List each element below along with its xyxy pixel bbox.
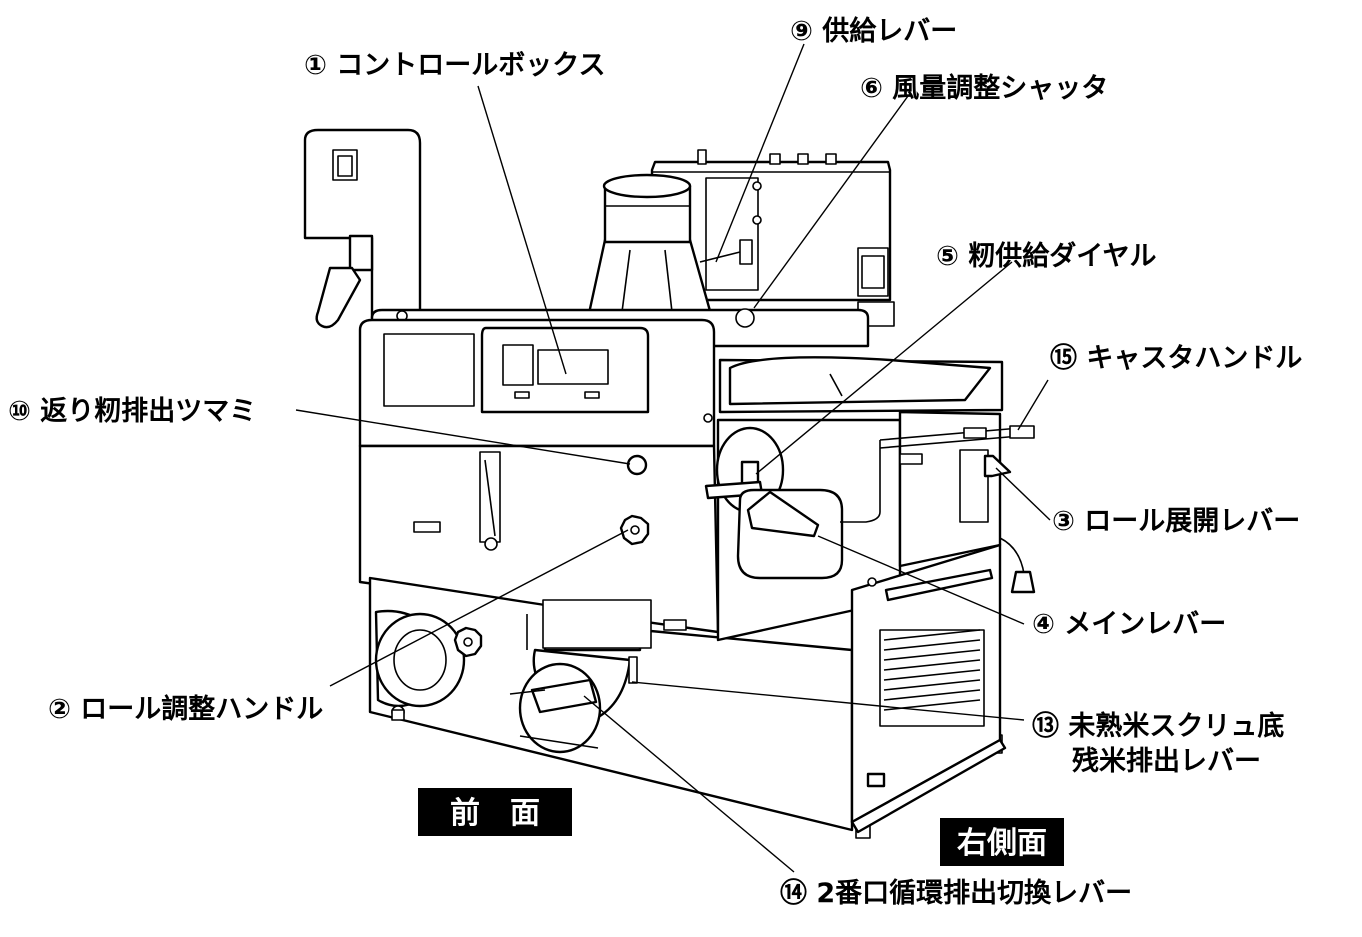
label-screw-bottom: ⑬ 未熟米スクリュ底	[1032, 710, 1284, 742]
label-roll-lever: ③ ロール展開レバー	[1052, 506, 1300, 537]
leader-lines	[295, 43, 1051, 873]
label-main-lever: ④ メインレバー	[1032, 609, 1226, 640]
leader-4	[817, 535, 1025, 625]
label-switch-lever: ⑭ 2番口循環排出切換レバー	[780, 877, 1132, 909]
tag-right-text: 右側面	[957, 826, 1047, 861]
leader-1	[477, 85, 567, 375]
label-air-shutter: ⑥ 風量調整シャッタ	[860, 72, 1108, 104]
leader-6	[753, 95, 909, 309]
hopper-funnel	[586, 173, 714, 320]
leader-9	[715, 43, 805, 263]
label-caster-handle: ⑮ キャスタハンドル	[1050, 342, 1302, 374]
rear-cabinet	[650, 149, 895, 327]
elevator	[303, 128, 422, 329]
label-return-knob: ⑩ 返り籾排出ツマミ	[8, 396, 256, 427]
tag-front-text: 前 面	[450, 796, 540, 831]
leader-15	[1017, 379, 1049, 431]
leader-10	[295, 409, 631, 465]
label-roll-handle: ② ロール調整ハンドル	[48, 693, 323, 725]
label-supply-lever: ⑨ 供給レバー	[790, 15, 957, 47]
leader-5	[755, 261, 1013, 475]
tag-right: 右側面	[940, 818, 1064, 866]
right-side	[703, 356, 1036, 834]
leader-14	[583, 695, 795, 873]
leader-2	[329, 529, 629, 687]
leader-13	[631, 681, 1025, 721]
label-control-box: ① コントロールボックス	[304, 50, 605, 81]
leader-3	[995, 467, 1051, 521]
label-residue-lever: 残米排出レバー	[1072, 746, 1261, 777]
main-body	[358, 308, 870, 634]
tag-front: 前 面	[418, 788, 572, 836]
label-paddy-dial: ⑤ 籾供給ダイヤル	[936, 240, 1156, 272]
